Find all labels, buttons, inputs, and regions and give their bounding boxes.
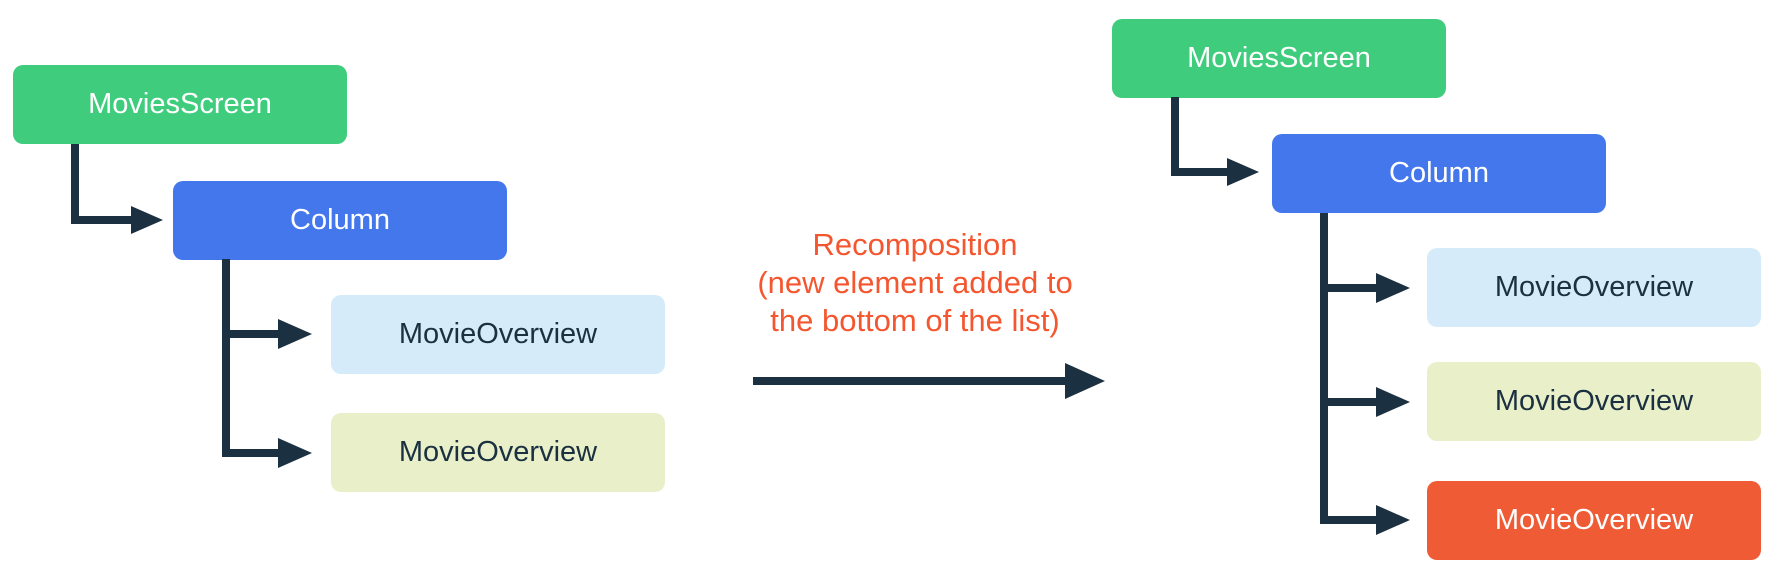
node-label: Column [1389,157,1489,189]
node-movieoverview-1-after: MovieOverview [1427,248,1761,327]
arrowhead-icon [278,438,312,468]
connector-hline [1171,168,1227,176]
arrowhead-icon [1376,505,1410,535]
caption-line-3: the bottom of the list) [770,303,1060,338]
node-label: MovieOverview [398,318,598,350]
connector-vline [1171,97,1179,176]
connector-vline [71,144,79,224]
connector-hline [222,330,278,338]
recomposition-caption: Recomposition (new element added to the … [640,226,1190,340]
connector-vline [1320,213,1328,524]
node-label: MovieOverview [1494,385,1694,417]
node-label: MoviesScreen [88,88,272,120]
arrowhead-icon [1376,387,1410,417]
arrowhead-icon [131,206,163,234]
arrowhead-icon [1227,158,1259,186]
transition-arrow-line [753,377,1065,385]
node-movieoverview-2-before: MovieOverview [331,413,665,492]
arrowhead-icon [1376,273,1410,303]
node-label: Column [290,204,390,236]
node-label: MovieOverview [398,436,598,468]
caption-line-2: (new element added to [757,265,1073,300]
arrowhead-icon [278,319,312,349]
connector-vline [222,259,230,457]
node-movieoverview-1-before: MovieOverview [331,295,665,374]
connector-hline [222,449,278,457]
node-column-after: Column [1272,134,1606,213]
transition-arrowhead-icon [1065,363,1105,399]
node-movieoverview-2-after: MovieOverview [1427,362,1761,441]
node-column-before: Column [173,181,507,260]
node-label: MovieOverview [1494,271,1694,303]
connector-hline [1320,398,1376,406]
connector-hline [1320,284,1376,292]
node-movieoverview-new-after: MovieOverview [1427,481,1761,560]
node-label: MoviesScreen [1187,42,1371,74]
caption-line-1: Recomposition [812,227,1018,262]
node-label: MovieOverview [1494,504,1694,536]
node-moviesscreen-before: MoviesScreen [13,65,347,144]
node-moviesscreen-after: MoviesScreen [1112,19,1446,98]
connector-hline [1320,516,1376,524]
connector-hline [71,216,131,224]
